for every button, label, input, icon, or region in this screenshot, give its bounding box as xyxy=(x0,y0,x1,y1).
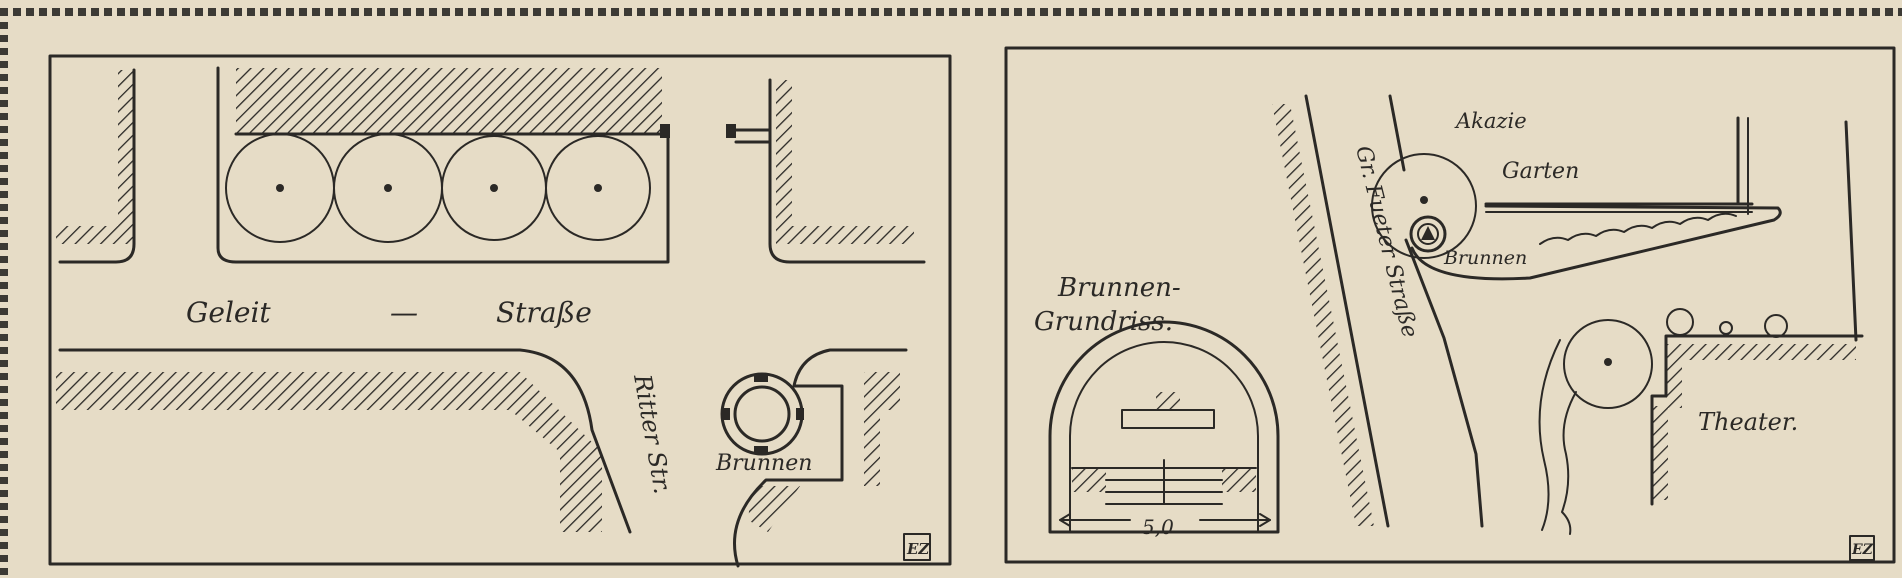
dotted-border-left xyxy=(0,22,8,578)
tree-row xyxy=(225,133,651,243)
fountain-ground-plan: 5,0 xyxy=(1048,320,1280,539)
left-plan: Geleit — Straße Ritter Str. Brunnen EZ xyxy=(48,54,952,568)
theater-building xyxy=(1538,308,1864,535)
left-plan-frame xyxy=(48,54,952,566)
building-bottom-right xyxy=(733,348,908,568)
ground-plan-title-1: Brunnen- xyxy=(1057,273,1181,303)
fountain-right xyxy=(1409,215,1447,253)
right-plan-frame xyxy=(1004,46,1896,564)
street-label-dash: — xyxy=(390,296,418,329)
side-street-label: Ritter Str. xyxy=(628,371,677,496)
dimension-label: 5,0 xyxy=(1142,515,1174,539)
building-bottom-left xyxy=(56,348,632,534)
tree-garden xyxy=(216,66,670,264)
acacia-label: Akazie xyxy=(1454,109,1527,133)
building-top-left xyxy=(56,68,136,264)
dotted-border-top xyxy=(0,8,1902,16)
svg-text:EZ: EZ xyxy=(906,540,930,558)
acacia-tree xyxy=(1371,153,1477,259)
street-label-geleit: Geleit xyxy=(186,296,271,329)
tree-4 xyxy=(545,135,651,241)
ground-plan-title-2: Grundriss. xyxy=(1034,307,1173,337)
diagonal-street-label: Gr. Fueter Straße xyxy=(1350,143,1422,340)
monogram-left: EZ xyxy=(903,533,931,561)
fountain-label-right: Brunnen xyxy=(1443,247,1527,269)
theater-label: Theater. xyxy=(1698,408,1798,436)
fountain-label-left: Brunnen xyxy=(715,451,812,476)
building-top-right xyxy=(726,78,926,264)
garden-area xyxy=(1410,116,1858,342)
street-label-strasse: Straße xyxy=(496,296,592,329)
fountain-left xyxy=(720,372,804,456)
garden-label: Garten xyxy=(1502,159,1579,184)
right-plan: 5,0 Brunnen- Grundriss. xyxy=(1004,46,1896,564)
monogram-right: EZ xyxy=(1849,535,1875,561)
svg-text:EZ: EZ xyxy=(1851,542,1874,558)
diagonal-street xyxy=(1272,94,1484,528)
